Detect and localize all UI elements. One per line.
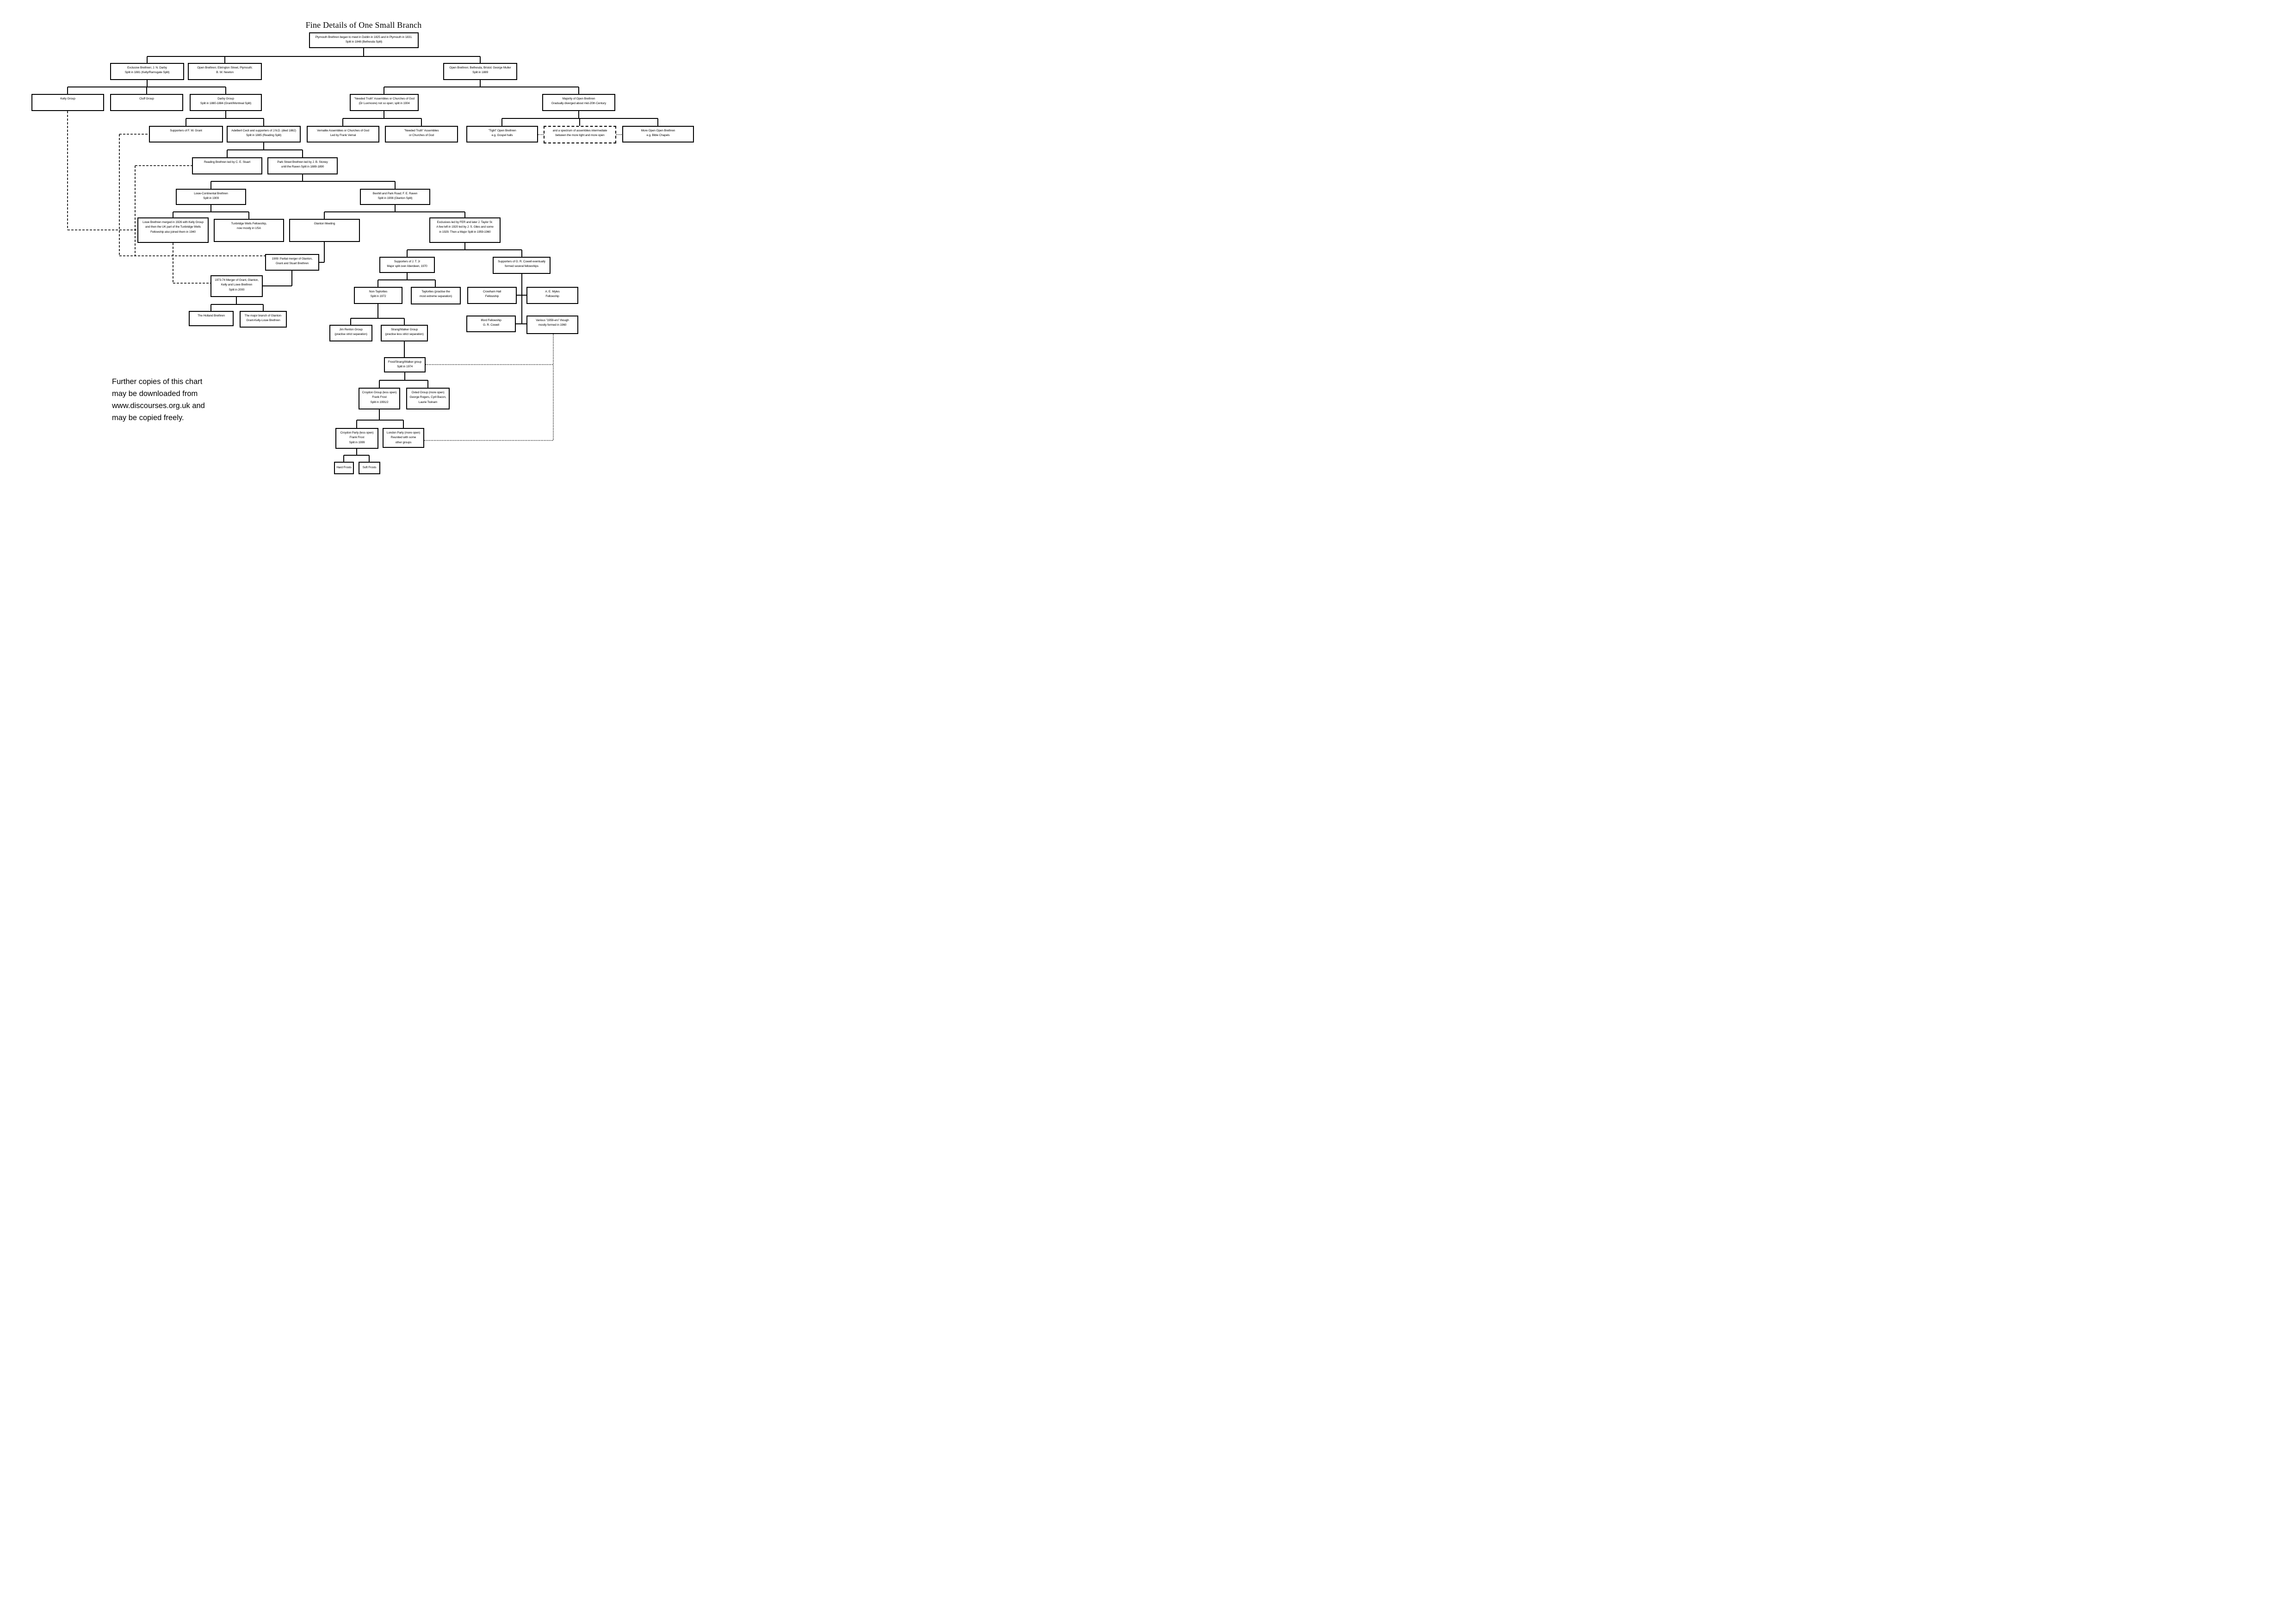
node-ilford-fellowship: Ilford Fellowship G. R. Cowell [466, 316, 516, 332]
node-needed-truth-assemblies: "Needed Truth" Assemblies or Churches of… [350, 94, 419, 111]
node-various-1959ers: Various "1959-ers" though mostly formed … [526, 316, 578, 334]
node-strang-walker: Strang/Walker Group (practise less stric… [381, 325, 428, 341]
node-lowe-merged: Lowe Brethren merged in 1926 with Kelly … [137, 217, 209, 243]
node-croydon-party: Croydon Party (less open) Frank Frost Sp… [335, 428, 378, 449]
node-bexhill-park-road: Bexhill and Park Road; F. E. Raven Split… [360, 189, 430, 205]
node-kelly-group: Kelly Group [31, 94, 104, 111]
node-needed-truth-churches: "Needed Truth" Assemblies or Churches of… [385, 126, 458, 142]
node-darby-group: Darby Group Split in 1880-1884 (Grant/Mo… [190, 94, 262, 111]
node-exclusive-brethren: Exclusive Brethren; J. N. Darby Split in… [110, 63, 184, 80]
node-frost-strang-walker: Frost/Strang/Walker group Split in 1974 [384, 357, 426, 372]
node-crowham-hall: Crowham Hall Fellowship [467, 287, 517, 304]
node-open-brethren-bethesda: Open Brethren; Bethesda, Bristol; George… [443, 63, 517, 80]
node-tunbridge-wells: Tunbridge Wells Fellowship, now mostly i… [214, 219, 284, 242]
node-lowe-continental: Lowe-Continental Brethren Split in 1909 [176, 189, 246, 205]
node-jim-renton: Jim Renton Group (practise strict separa… [329, 325, 372, 341]
node-soft-frosts: Soft Frosts [359, 462, 380, 474]
node-reading-brethren: Reading Brethren led by C. E. Stuart [192, 157, 262, 174]
node-merger-1973-74: 1973-74 Merger of Grant, Glanton, Kelly … [210, 275, 263, 297]
node-open-brethren-ebrington: Open Brethren; Ebrington Street, Plymout… [188, 63, 262, 80]
node-plymouth-brethren: Plymouth Brethren began to meet in Dubli… [309, 32, 419, 48]
node-non-taylorites: Non-Taylorites Split in 1972 [354, 287, 402, 304]
node-oxted-group: Oxted Group (more open) George Rogers, C… [406, 388, 450, 409]
node-holland-brethren: The Holland Brethren [189, 311, 234, 326]
node-cluff-group: Cluff Group [110, 94, 183, 111]
node-taylorites: Taylorites (practise the most extreme se… [411, 287, 461, 304]
node-merger-1909: 1909: Partial merger of Glanton, Grant a… [265, 254, 319, 271]
node-exclusives-fer: Exclusives led by FER and later J. Taylo… [429, 217, 501, 243]
download-note: Further copies of this chart may be down… [112, 378, 205, 422]
node-park-street-brethren: Park Street Brethren led by J. B. Stoney… [267, 157, 338, 174]
node-adelbert-cecil: Adelbert Cecil and supporters of J.N.D. … [227, 126, 301, 142]
node-supporters-jt-jr: Supporters of J. T. Jr Major split over … [379, 257, 435, 273]
node-supporters-grant: Supporters of F. W. Grant [149, 126, 223, 142]
node-hard-frosts: Hard Frosts [334, 462, 354, 474]
node-croydon-group: Croydon Group (less open) Frank Frost Sp… [359, 388, 400, 409]
node-major-branch: The major branch of Glanton- Grant-Kelly… [240, 311, 287, 328]
node-majority-open-brethren: Majority of Open Brethren Gradually dive… [542, 94, 615, 111]
page-title: Fine Details of One Small Branch [305, 20, 422, 30]
node-vernalite-assemblies: Vernalite Assemblies or Churches of God … [307, 126, 379, 142]
node-more-open-brethren: More Open Open Brethren e.g. Bible Chape… [622, 126, 694, 142]
connector-lines [67, 48, 658, 462]
node-london-party: London Party (more open) Reunited with s… [383, 428, 424, 448]
node-spectrum-assemblies: and a spectrum of assemblies intermediat… [544, 126, 616, 143]
diagram-canvas: Fine Details of One Small Branch [0, 0, 719, 508]
node-tight-open-brethren: "Tight" Open Brethren e.g. Gospel halls [466, 126, 538, 142]
node-ae-myles: A. E. Myles Fellowship [526, 287, 578, 304]
node-glanton-meeting: Glanton Meeting [289, 219, 360, 242]
node-supporters-cowell: Supporters of G. R. Cowell eventually fo… [493, 257, 551, 274]
